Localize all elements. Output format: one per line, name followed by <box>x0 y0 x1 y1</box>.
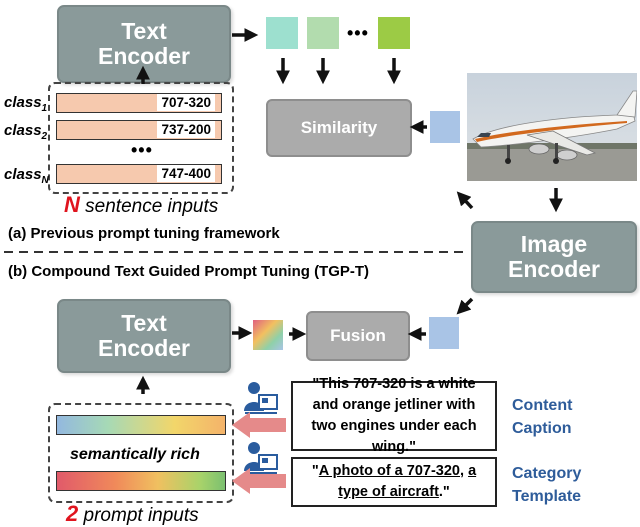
arrow-encoder-to-imgfeat-bottom <box>456 297 474 315</box>
class-prompt-bar-1: 707-320 <box>56 93 222 113</box>
text-encoder-bottom-label: Text Encoder <box>97 310 191 361</box>
class-label-1: class1 <box>4 94 48 114</box>
content-caption-text: "This 707-320 is a white and orange jetl… <box>311 375 477 456</box>
category-template-quote: "A photo of a 707-320, a type of aircraf… <box>291 457 497 507</box>
template-prompt-bar <box>56 471 226 491</box>
n-count: N <box>64 192 80 217</box>
image-feature-bottom <box>429 317 459 349</box>
features-ellipsis: ••• <box>347 23 369 43</box>
text-feature-2 <box>307 17 339 49</box>
image-encoder-label: Image Encoder <box>507 231 601 282</box>
text-encoder-bottom: Text Encoder <box>57 299 231 373</box>
template-annotator-icon <box>244 442 278 474</box>
content-caption-label: Content Caption <box>512 397 573 438</box>
annotator-icon <box>244 382 278 414</box>
arrow-encoder-to-imgfeat-top <box>456 191 474 210</box>
tgpt-prompts-group <box>48 403 234 503</box>
template-phrase-2: a type of aircraft <box>338 462 477 500</box>
category-template-text: "A photo of a 707-320, a type of aircraf… <box>311 462 477 500</box>
class-prompt-bar-n: 747-400 <box>56 164 222 184</box>
content-prompt-bar <box>56 415 226 435</box>
airplane-photo <box>467 73 637 181</box>
class-prompts-group <box>48 82 234 194</box>
section-b-label: (b) Compound Text Guided Prompt Tuning (… <box>8 263 370 280</box>
fusion-label: Fusion <box>330 326 386 345</box>
fused-text-feature <box>253 320 283 350</box>
two-caption-text: prompt inputs <box>78 505 199 526</box>
text-feature-1 <box>266 17 298 49</box>
text-encoder-top-label: Text Encoder <box>97 18 191 69</box>
class-code-n: 747-400 <box>157 165 215 182</box>
class-label-2: class2 <box>4 122 48 142</box>
rows-ellipsis: ••• <box>131 140 153 160</box>
image-encoder: Image Encoder <box>471 221 637 293</box>
image-feature-top <box>430 111 460 143</box>
class-code-2: 737-200 <box>157 121 215 138</box>
content-caption-quote: "This 707-320 is a white and orange jetl… <box>291 376 497 455</box>
class-prompt-bar-2: 737-200 <box>56 120 222 140</box>
content-caption-arrow <box>232 412 286 438</box>
fusion-box: Fusion <box>306 311 410 361</box>
category-template-label: Category Template <box>512 465 582 506</box>
two-count: 2 <box>66 501 79 526</box>
category-template-arrow <box>232 468 286 494</box>
text-feature-n <box>378 17 410 49</box>
n-caption-text: sentence inputs <box>79 196 219 217</box>
template-phrase-1: A photo of a 707-320 <box>318 462 460 479</box>
similarity-label: Similarity <box>300 118 378 137</box>
section-a-label: (a) Previous prompt tuning framework <box>8 225 280 242</box>
two-prompt-inputs-caption: 2 prompt inputs <box>66 501 199 527</box>
class-label-n: classN <box>4 166 49 186</box>
semantically-rich-label: semantically rich <box>70 446 200 463</box>
similarity-box: Similarity <box>266 99 412 157</box>
class-code-1: 707-320 <box>157 94 215 111</box>
n-sentence-inputs-caption: N sentence inputs <box>64 192 218 218</box>
airplane-illustration <box>467 73 637 181</box>
